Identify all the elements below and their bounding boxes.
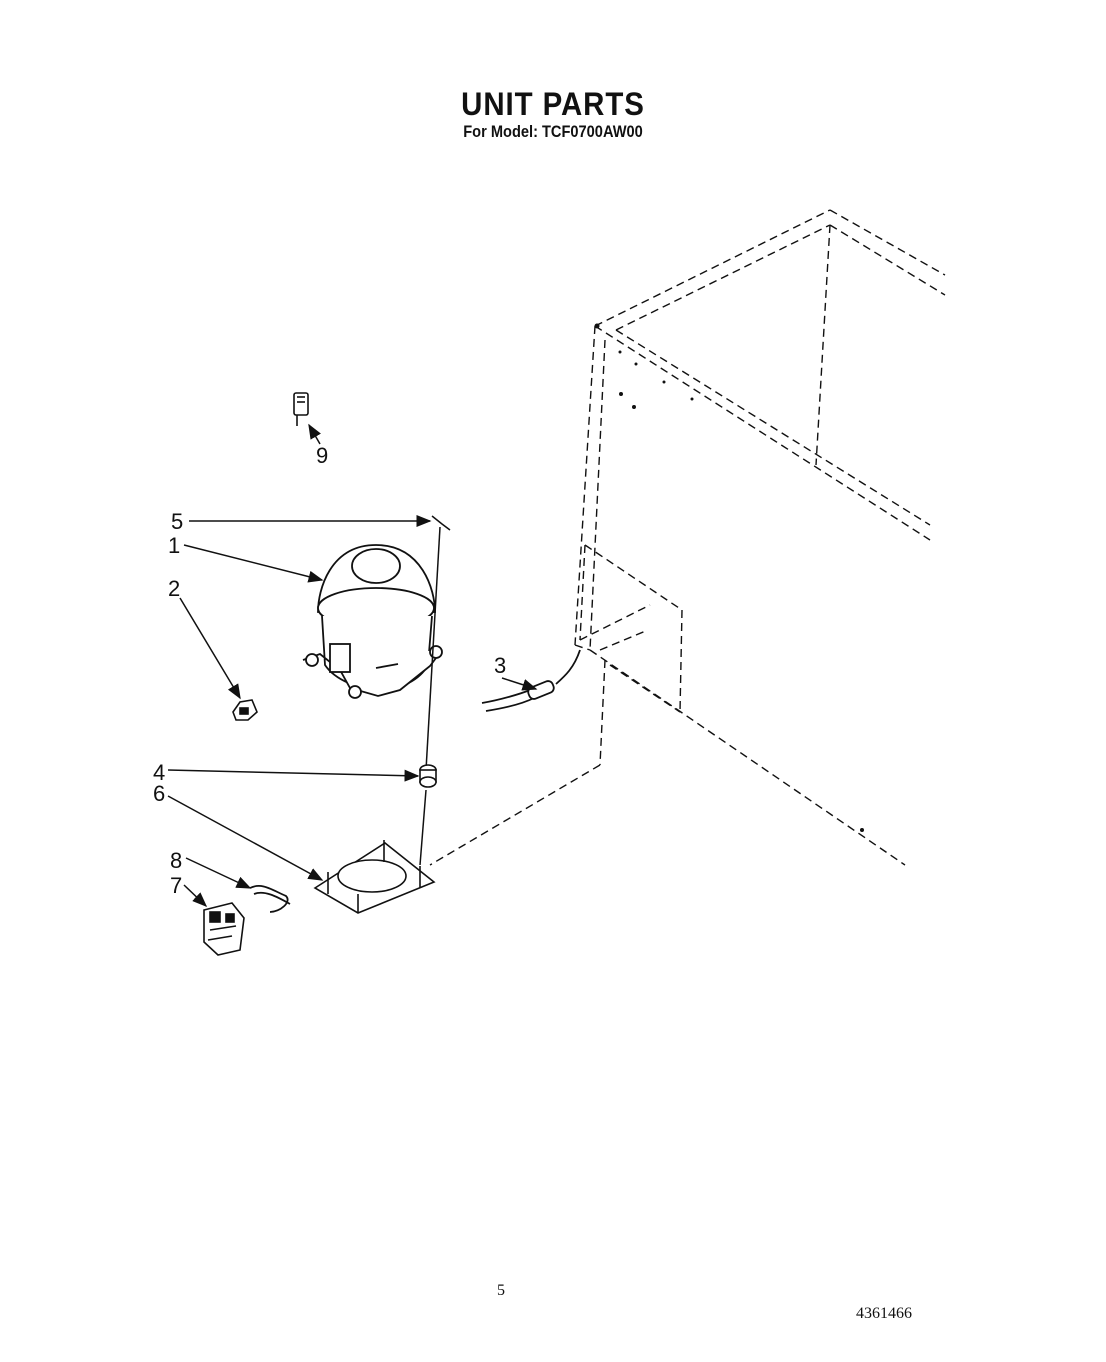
leader-7 <box>183 884 208 908</box>
callout-2: 2 <box>168 576 180 601</box>
part-4-grommet <box>419 764 437 788</box>
callout-3: 3 <box>494 653 506 678</box>
callout-8: 8 <box>170 848 182 873</box>
leader-2 <box>179 597 241 700</box>
leader-6 <box>167 795 324 881</box>
callout-1: 1 <box>168 533 180 558</box>
part-6-base-plate <box>313 840 436 914</box>
cabinet-outline <box>429 209 946 866</box>
model-subtitle: For Model: TCF0700AW00 <box>463 122 643 141</box>
part-1-compressor <box>302 544 443 699</box>
leader-lines <box>167 423 538 908</box>
page-title: UNIT PARTS <box>461 86 645 122</box>
leader-8 <box>185 857 252 889</box>
callout-4: 4 <box>153 760 165 785</box>
callout-9: 9 <box>316 443 328 468</box>
leader-1 <box>183 544 324 583</box>
part-9-relay <box>293 392 309 426</box>
leader-9 <box>308 423 321 445</box>
callout-7: 7 <box>170 873 182 898</box>
page-number: 5 <box>497 1282 505 1299</box>
part-8-clip <box>249 884 291 913</box>
callout-6: 6 <box>153 781 165 806</box>
leader-3 <box>501 677 538 691</box>
part-7-terminal-block <box>203 902 245 956</box>
part-3-tube <box>481 649 581 712</box>
cabinet-screw-holes <box>594 323 864 832</box>
part-5-clip <box>419 515 451 866</box>
part-2-grommet <box>232 699 258 721</box>
callout-labels: 1 2 3 4 5 6 7 8 9 <box>153 443 506 898</box>
document-number: 4361466 <box>856 1305 912 1322</box>
leader-4 <box>167 769 420 782</box>
callout-5: 5 <box>171 509 183 534</box>
